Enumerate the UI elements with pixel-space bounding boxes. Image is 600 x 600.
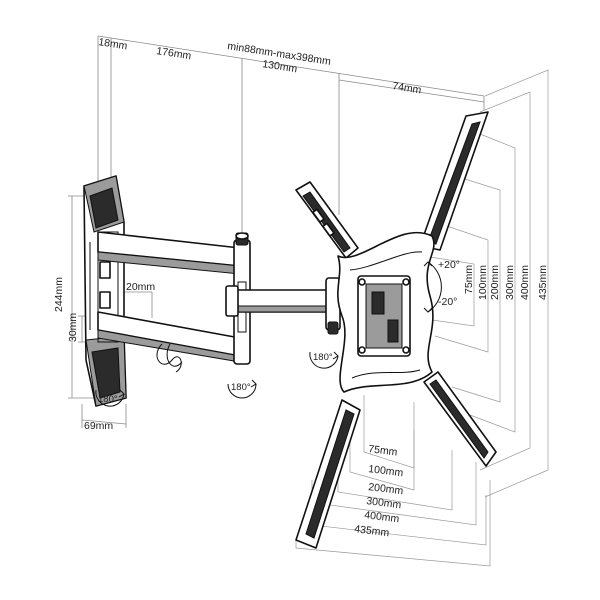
head-swivel-label: 180° — [313, 352, 333, 363]
dimension-labels: 18mm 176mm min88mm-max398mm 130mm 74mm 2… — [53, 36, 549, 539]
vesa-width-75: 75mm — [368, 443, 399, 458]
mid-swivel-label: 180° — [231, 382, 251, 393]
vesa-height-435: 435mm — [537, 265, 549, 300]
dim-18: 18mm — [98, 36, 129, 52]
dim-30: 30mm — [67, 313, 79, 342]
vesa-height-300: 300mm — [504, 265, 516, 300]
dim-74: 74mm — [392, 80, 423, 96]
vesa-height-75: 75mm — [463, 265, 475, 294]
head-swivel-marker: 180° — [309, 351, 339, 369]
wall-swivel-label: 180° — [98, 394, 118, 405]
vesa-height-100: 100mm — [477, 265, 489, 300]
dim-20: 20mm — [126, 281, 155, 293]
swing-arms — [97, 231, 341, 373]
dim-130: 130mm — [262, 58, 299, 75]
vesa-height-200: 200mm — [489, 265, 501, 300]
tilt-minus: -20° — [438, 296, 457, 308]
wall-swivel-marker: 180° — [95, 389, 125, 407]
dim-244: 244mm — [53, 277, 65, 312]
vesa-width-100: 100mm — [368, 463, 404, 479]
tilt-plus: +20° — [438, 259, 460, 271]
dim-176: 176mm — [156, 45, 193, 62]
mid-swivel-marker: 180° — [227, 379, 257, 399]
vesa-width-400: 400mm — [364, 509, 400, 525]
vesa-width-300: 300mm — [366, 495, 402, 511]
vesa-width-435: 435mm — [354, 523, 390, 539]
tilt-marker — [423, 261, 442, 313]
vesa-width-200: 200mm — [368, 481, 404, 497]
wall-plate — [83, 175, 127, 407]
vesa-height-400: 400mm — [519, 265, 531, 300]
vesa-mounting-bracket — [295, 111, 497, 549]
dim-69: 69mm — [84, 420, 113, 432]
